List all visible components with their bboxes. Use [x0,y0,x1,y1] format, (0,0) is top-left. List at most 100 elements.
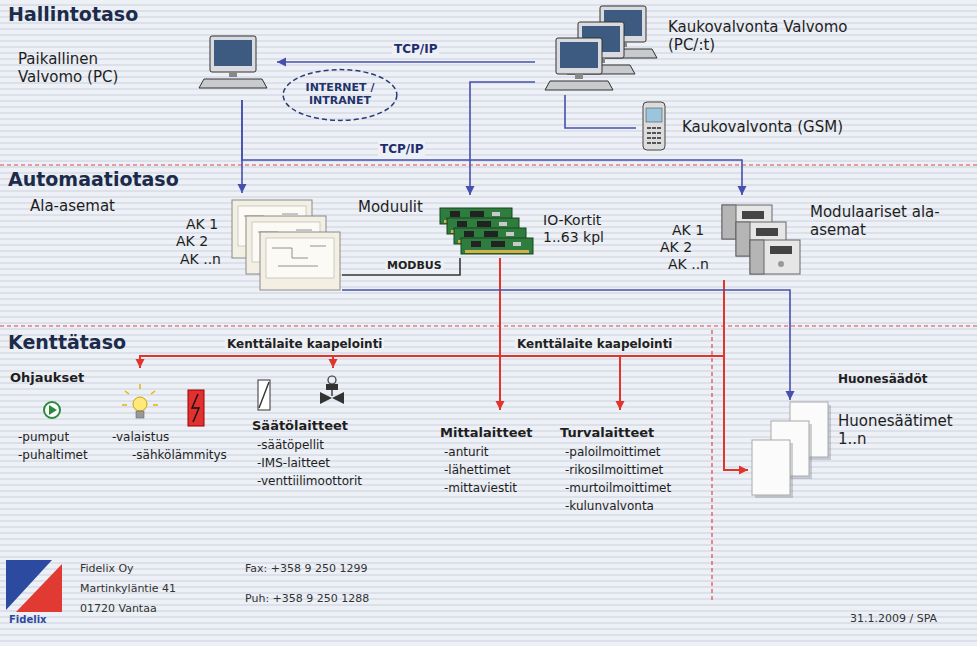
substation-panel-icon [232,200,340,290]
pump-symbol [44,402,60,418]
level-title: Hallintotaso [8,3,138,26]
group-title: Moduulit [358,198,423,216]
phone-number: Puh: +358 9 250 1288 [245,592,369,605]
control-room: Paikallinen Valvomo (PC) [15,30,277,100]
lamp-symbol [122,384,158,418]
safety-devices: Turvalaitteet -paloilmoittimet -rikosilmoi… [558,410,703,522]
device-item: -paloilmoittimet [565,445,661,459]
connector-line [499,258,501,410]
unit-id: AK 2 [660,239,692,256]
regulating-devices: Säätölaitteet -säätöpellit -IMS-laitteet -v… [250,368,400,493]
control-devices: Ohjaukset -pumput -valaistus -sähkölämmitys… [8,368,248,468]
connector [277,58,535,67]
device-item: -kulunvalvonta [565,499,654,513]
level-title: Kenttätaso [8,331,126,354]
device-item: -mittaviestit [444,481,517,495]
company-logo [6,560,62,612]
category-title: Turvalaitteet [560,425,654,441]
room-controller-icon [752,402,831,498]
measuring-devices: Mittalaitteet-anturit-lähettimet-mittavi… [438,410,550,498]
connector [724,280,748,475]
station-label: Kaukovalvonta (GSM) [682,118,843,136]
arrowhead [329,359,338,368]
modular-substation-group: Modulaariset ala-asemat AK 1AK 2AK ..n [655,195,972,280]
unit-id: AK 1 [672,222,704,239]
arrowhead [616,401,625,410]
module-count: IO-Kortit 1..63 kpl [543,212,625,246]
device-item: -venttiilimoottorit [257,474,362,488]
device-item: -puhaltimet [18,448,88,462]
section-title: Huonesäädöt [838,372,927,386]
connector-label: MODBUS [385,259,444,272]
connector-line [470,82,535,195]
connector-label: TCP/IP [378,142,425,156]
arrowhead [739,466,748,475]
arrowhead [786,391,795,400]
connector-label: Kenttälaite kaapelointi [515,337,674,351]
connector [496,258,505,410]
arrowhead [496,401,505,410]
io-module-group: ModuulitIO-Kortit 1..63 kpl [355,195,628,258]
connector-label: TCP/IP [392,42,439,56]
phone-icon [643,102,665,150]
address: Martinkyläntie 41 [80,582,176,595]
logo-text: Fidelix [9,614,47,626]
network-cloud: INTERNET / INTRANET [282,68,398,122]
arrowhead [466,186,475,195]
unit-id: AK ..n [668,256,709,273]
network-label: INTERNET / INTRANET [290,81,390,107]
valve-actuator-symbol [320,376,344,404]
connector-line [342,258,460,275]
level-title: Automaatiotaso [8,168,179,191]
heater-symbol [188,390,204,426]
device-item: -rikosilmoittimet [565,463,663,477]
device-label: Huonesäätimet 1..n [838,412,963,448]
device-item: -sähkölämmitys [132,448,227,462]
fax-number: Fax: +358 9 250 1299 [245,562,367,575]
connector-line [140,280,724,368]
unit-id: AK 2 [176,233,208,250]
device-item: -säätöpellit [257,438,324,452]
device-item: -murtoilmoittimet [565,481,671,495]
connector-line [342,290,790,400]
arrowhead [738,186,747,195]
remote-control-room: Kaukovalvonta Valvomo (PC/:t) [535,5,935,95]
modular-station-icon [722,205,800,274]
substation-group: Ala-asematAK 1AK 2AK ..n [25,193,342,296]
level-separator [0,165,977,600]
device-item: -anturit [444,445,489,459]
connector [466,82,536,195]
connector [342,290,795,400]
company-name: Fidelix Oy [80,562,134,575]
pc-icon [199,36,267,88]
device-item: -IMS-laitteet [257,456,330,470]
connector-line [724,280,748,470]
arrowhead [238,184,247,193]
station-label: Paikallinen Valvomo (PC) [18,50,143,86]
connector-label: Kenttälaite kaapelointi [225,337,384,351]
connector-line [242,100,742,195]
connector-line [565,95,636,128]
connector-line [333,280,724,368]
station-label: Kaukovalvonta Valvomo (PC/:t) [668,18,848,54]
connector [242,100,747,195]
device-item: -pumput [18,430,69,444]
arrowhead [136,359,145,368]
postal-code: 01720 Vantaa [80,602,157,615]
connector [136,280,725,368]
device-item: -lähettimet [444,463,511,477]
arrowhead [277,58,286,67]
damper-symbol [258,380,270,410]
connector [329,280,725,368]
device-item: -valaistus [112,430,169,444]
io-board-icon [440,208,533,254]
date-stamp: 31.1.2009 / SPA [850,612,937,625]
category-title: Säätölaitteet [252,418,348,434]
connector [565,95,636,128]
connector [342,258,460,275]
group-title: Modulaariset ala-asemat [810,203,968,239]
category-title: Ohjaukset [10,370,84,386]
